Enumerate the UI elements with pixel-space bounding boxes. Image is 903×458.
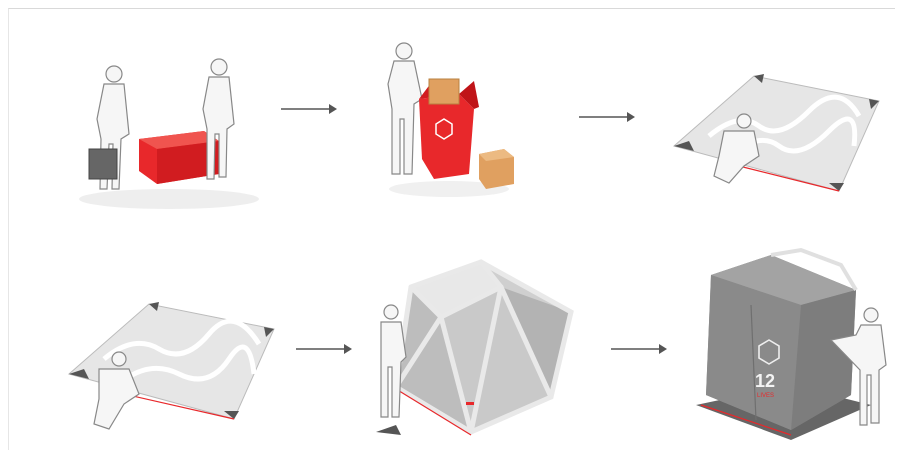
- illustration-panel: 12 LIVES: [8, 8, 895, 450]
- arrow-right-icon: [577, 109, 637, 125]
- step-1-carry-box: [69, 49, 259, 219]
- person-erecting-tent-frame-icon: [371, 257, 586, 442]
- arrow-right-icon: [294, 341, 354, 357]
- step-4-assemble-mat: [64, 299, 279, 439]
- person-unfolding-floor-mat-icon: [669, 71, 884, 201]
- step-3-unfold-mat: [669, 71, 884, 201]
- people-carrying-red-box-icon: [69, 49, 259, 219]
- person-unpacking-red-box-icon: [374, 39, 524, 209]
- step-2-unpack-box: [374, 39, 524, 209]
- people-covering-tent-icon: 12 LIVES: [681, 245, 891, 445]
- arrow-right-icon: [609, 341, 669, 357]
- step-5-erect-frame: [371, 257, 586, 442]
- tent-number-sub: LIVES: [757, 393, 774, 399]
- step-6-cover-tent: 12 LIVES: [681, 245, 891, 445]
- arrow-right-icon: [279, 101, 339, 117]
- tent-number: 12: [755, 371, 775, 391]
- person-assembling-floor-mat-icon: [64, 299, 279, 439]
